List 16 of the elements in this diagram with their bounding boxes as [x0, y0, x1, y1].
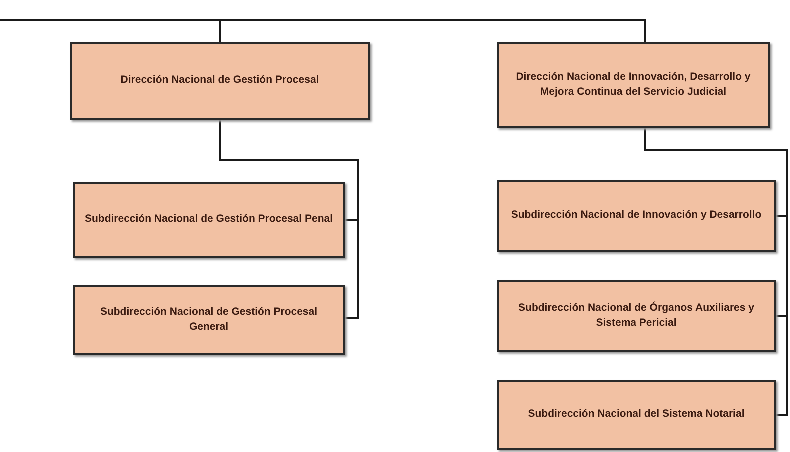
unit-name: Subdirección Nacional de Órganos Auxiliares y Sistema Pericial — [518, 300, 756, 331]
org-unit-box — [70, 42, 370, 120]
unit-name: Dirección Nacional de Innovación, Desarrollo y Mejora Continua del Servicio Judicial — [515, 70, 752, 100]
org-unit-box — [497, 180, 776, 252]
connector-line — [219, 120, 359, 319]
unit-name: Subdirección Nacional de Innovación y Desarrollo — [511, 208, 762, 224]
unit-name: Subdirección Nacional de Gestión Procesal General — [99, 304, 319, 335]
org-unit-box — [497, 42, 770, 128]
org-unit-box — [497, 280, 776, 352]
unit-name: Subdirección Nacional de Gestión Procesal Penal — [85, 212, 333, 228]
org-unit-box — [73, 285, 345, 355]
org-unit-box — [73, 182, 345, 258]
connector-line — [0, 19, 646, 42]
unit-name: Subdirección Nacional del Sistema Notarial — [528, 407, 745, 422]
org-unit-box — [497, 380, 776, 450]
unit-name: Dirección Nacional de Gestión Procesal — [120, 73, 320, 88]
